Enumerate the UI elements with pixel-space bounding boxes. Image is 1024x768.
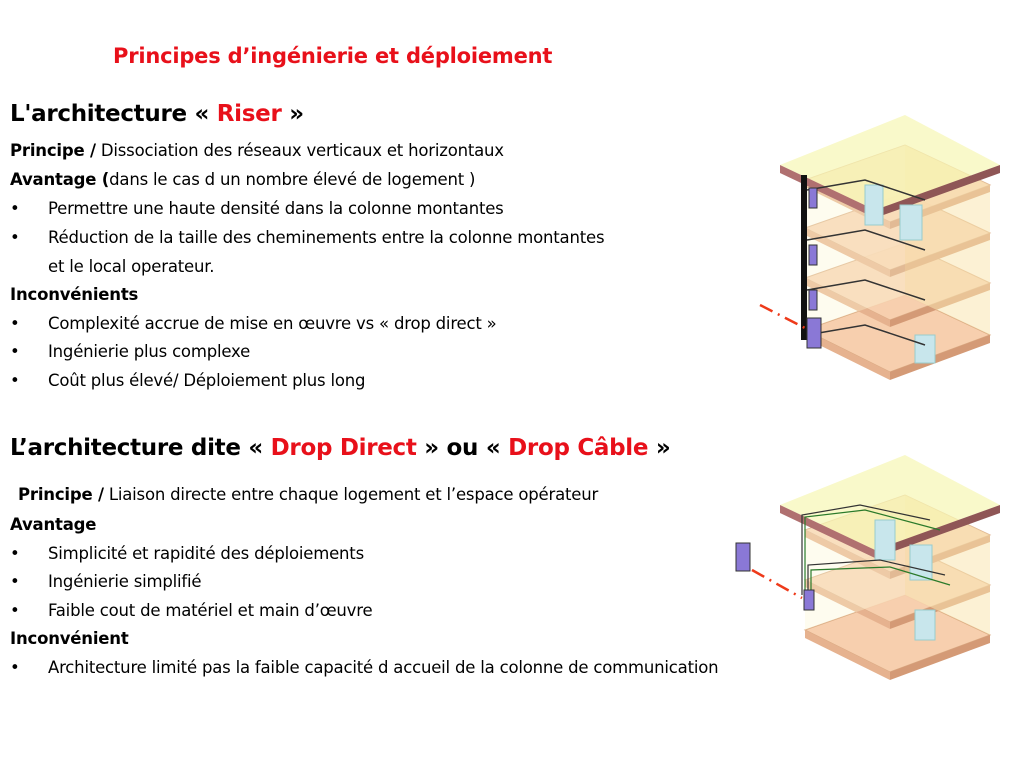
partition (864, 184, 884, 226)
drop-building-illustration (735, 455, 1000, 680)
riser-building-illustration (759, 115, 1000, 380)
partition (914, 334, 936, 364)
riser-avantage-item: •Permettre une haute densité dans la col… (10, 199, 504, 218)
drop-avantage-item: •Simplicité et rapidité des déploiements (10, 544, 364, 563)
partition (909, 544, 933, 581)
drop-avantage-label: Avantage (10, 515, 97, 534)
drop-inconvenient-item: •Architecture limité pas la faible capac… (10, 658, 719, 677)
operator-cabinet (735, 542, 751, 572)
drop-heading: L’architecture dite « Drop Direct » ou «… (10, 435, 671, 461)
drop-principe: Principe / Liaison directe entre chaque … (18, 485, 599, 504)
operator-link (751, 568, 803, 600)
floor-box (808, 244, 818, 266)
operator-link (759, 303, 806, 330)
floor-box (808, 187, 818, 209)
riser-heading: L'architecture « Riser » (10, 101, 304, 127)
building-box (803, 589, 815, 611)
partition (914, 609, 936, 641)
partition (874, 519, 896, 561)
floor-slab (803, 294, 992, 380)
floor-box (808, 289, 818, 311)
floor-slab (803, 594, 992, 680)
drop-avantage-item: •Ingénierie simplifié (10, 572, 202, 591)
riser-principe: Principe / Dissociation des réseaux vert… (10, 141, 504, 160)
riser-inconvenients-label: Inconvénients (10, 285, 139, 304)
drop-keyword-2: Drop Câble (508, 435, 649, 461)
riser-avantage-continuation: et le local operateur. (48, 257, 215, 276)
drop-inconvenient-label: Inconvénient (10, 629, 129, 648)
drop-avantage-item: •Faible cout de matériel et main d’œuvre (10, 601, 373, 620)
riser-avantage-item: •Réduction de la taille des cheminements… (10, 228, 605, 247)
page-title: Principes d’ingénierie et déploiement (113, 44, 553, 68)
partition (899, 204, 923, 241)
riser-inconvenient-item: •Ingénierie plus complexe (10, 342, 251, 361)
riser-inconvenient-item: •Coût plus élevé/ Déploiement plus long (10, 371, 366, 390)
roof (780, 455, 1000, 558)
riser-keyword: Riser (216, 101, 282, 127)
riser-column (801, 175, 807, 340)
drop-keyword-1: Drop Direct (270, 435, 417, 461)
riser-inconvenient-item: •Complexité accrue de mise en œuvre vs «… (10, 314, 497, 333)
riser-avantage: Avantage (dans le cas d un nombre élevé … (10, 170, 476, 189)
drop-cables (801, 504, 951, 595)
operator-box (806, 317, 822, 349)
